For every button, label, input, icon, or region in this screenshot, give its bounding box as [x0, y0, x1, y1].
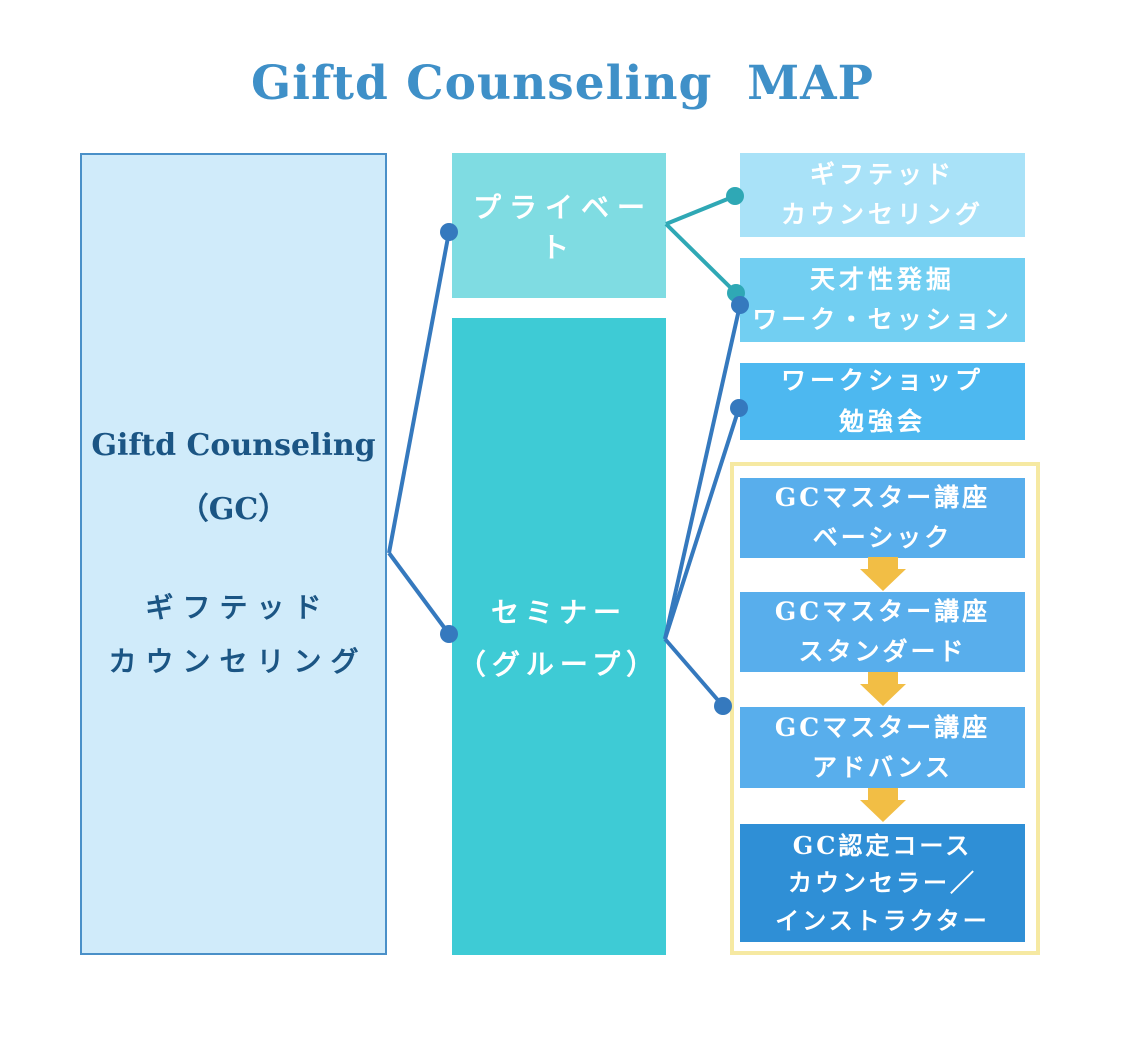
- private-label: プライベート: [472, 190, 653, 264]
- offering-gifted-line2: カウンセリング: [780, 200, 984, 229]
- course-standard-line2: スタンダード: [798, 637, 967, 666]
- course-basic-line1: GCマスター講座: [774, 483, 991, 512]
- offering-gifted-line1: ギフテッド: [809, 159, 955, 189]
- category-box-seminar: セミナー （グループ）: [452, 318, 666, 955]
- root-name-en: Giftd Counseling: [91, 427, 376, 463]
- seminar-label-line2: （グループ）: [457, 647, 661, 681]
- course-box-basic: GCマスター講座 ベーシック: [740, 478, 1025, 558]
- course-certified-line3: インストラクター: [775, 905, 990, 935]
- course-certified-line1: GC認定コース: [792, 831, 973, 861]
- arrow-down-icon: [860, 557, 906, 591]
- course-box-certified: GC認定コース カウンセラー／ インストラクター: [740, 824, 1025, 942]
- offering-genius-line2: ワーク・セッション: [752, 305, 1013, 334]
- course-standard-line1: GCマスター講座: [774, 597, 991, 626]
- course-box-advance: GCマスター講座 アドバンス: [740, 707, 1025, 788]
- diagram-title: Giftd Counseling MAP: [251, 56, 874, 111]
- offering-genius-line1: 天才性発掘: [809, 264, 955, 294]
- root-abbr: （GC）: [178, 491, 289, 527]
- arrow-down-icon: [860, 672, 906, 706]
- course-basic-line2: ベーシック: [812, 523, 953, 552]
- root-name-ja-line2: カウンセリング: [108, 644, 368, 678]
- connector-line-private-genius: [664, 222, 738, 295]
- connector-line-private-gifted: [665, 194, 736, 226]
- course-advance-line2: アドバンス: [812, 752, 953, 782]
- category-box-private: プライベート: [452, 153, 666, 298]
- connector-line-seminar-genius: [663, 304, 742, 640]
- root-box-giftd-counseling: Giftd Counseling （GC） ギフテッド カウンセリング: [80, 153, 387, 955]
- arrow-down-icon: [860, 788, 906, 822]
- course-advance-line1: GCマスター講座: [774, 712, 991, 742]
- connector-line-seminar-workshop: [663, 407, 741, 640]
- root-name-ja-line1: ギフテッド: [145, 590, 331, 624]
- course-box-standard: GCマスター講座 スタンダード: [740, 592, 1025, 672]
- connector-line-root-private: [387, 231, 451, 554]
- offering-box-workshop-study: ワークショップ 勉強会: [740, 363, 1025, 440]
- course-certified-line2: カウンセラー／: [788, 868, 977, 898]
- offering-box-gifted-counseling: ギフテッド カウンセリング: [740, 153, 1025, 237]
- seminar-label-line1: セミナー: [490, 595, 627, 629]
- offering-workshop-line1: ワークショップ: [780, 366, 984, 395]
- connector-line-root-seminar: [387, 551, 451, 636]
- offering-workshop-line2: 勉強会: [838, 406, 926, 436]
- connector-line-seminar-track: [663, 637, 725, 708]
- offering-box-genius-work-session: 天才性発掘 ワーク・セッション: [740, 258, 1025, 342]
